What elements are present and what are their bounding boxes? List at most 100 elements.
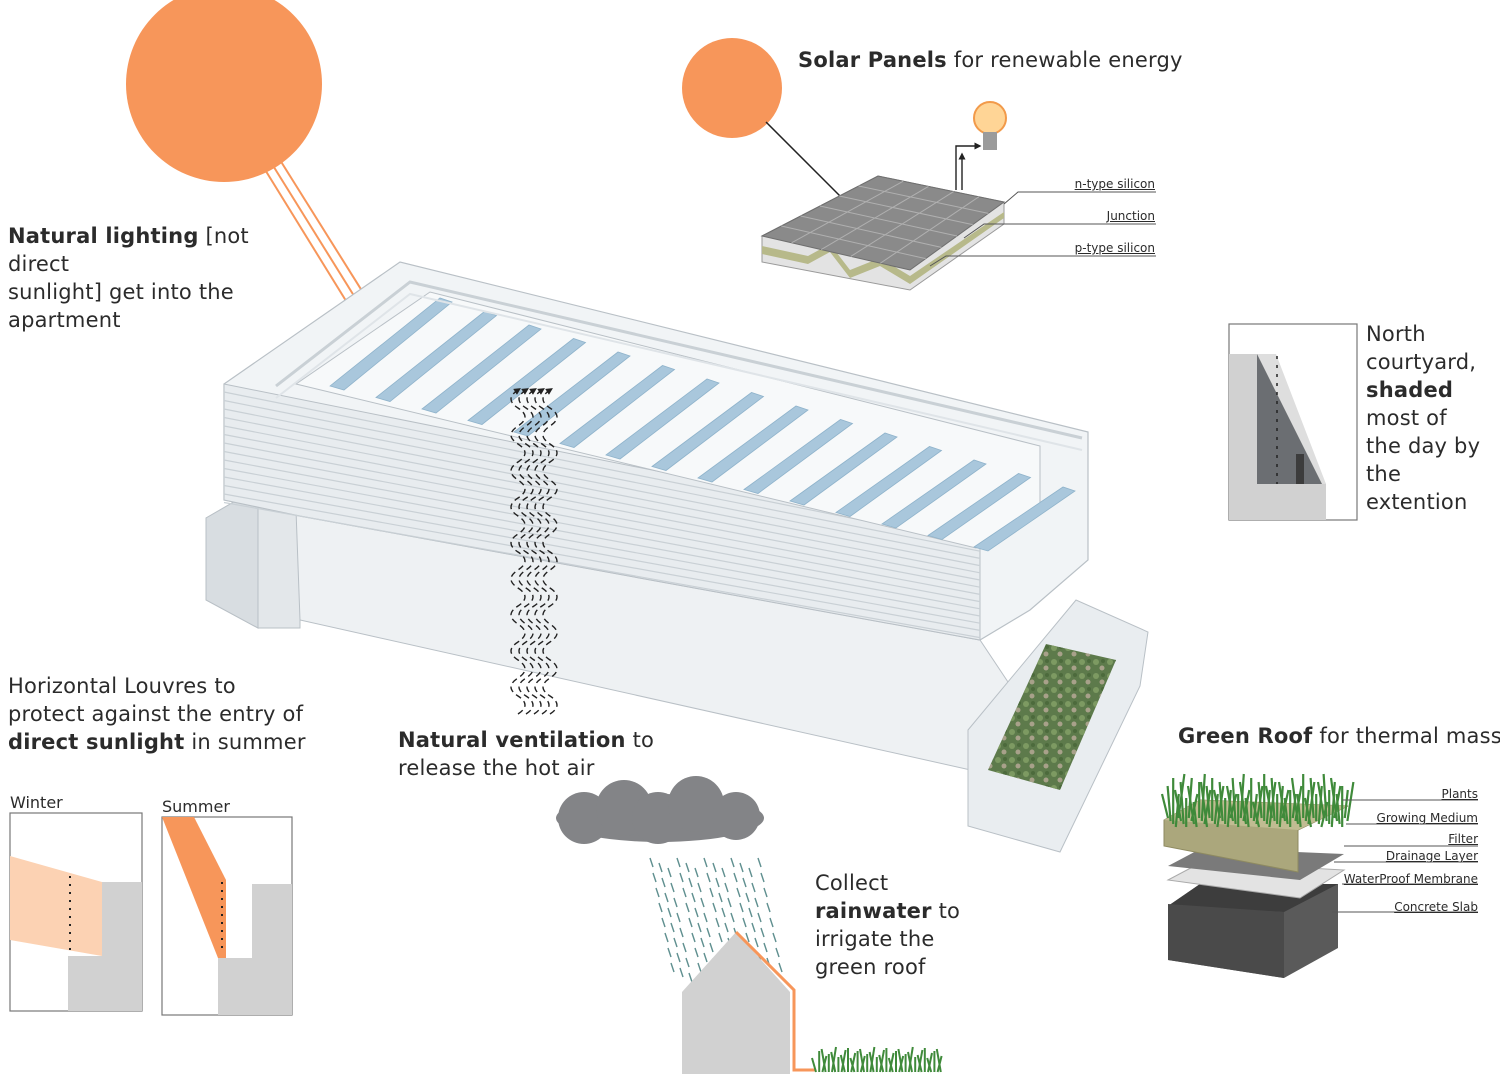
- roof-grass-blade: [1238, 781, 1248, 825]
- panel-grid-line: [781, 225, 926, 260]
- rain-drop: [679, 927, 684, 938]
- roof-grass-blade: [1225, 785, 1235, 822]
- ventilation-arrow: [542, 388, 558, 715]
- rain-drop: [670, 922, 675, 933]
- green-roof-layers: [1160, 773, 1355, 978]
- grass-blade: [831, 1046, 837, 1073]
- rain-drop: [682, 887, 687, 898]
- rain-drop: [724, 882, 729, 893]
- rain-drop: [667, 867, 672, 878]
- roof-grass-blade: [1316, 781, 1326, 819]
- rain-drop: [679, 872, 684, 883]
- summer-section: [161, 816, 293, 1016]
- louvres-label: Horizontal Louvres to protect against th…: [8, 674, 306, 754]
- grass-blade: [917, 1049, 924, 1073]
- roof-grass-blade: [1226, 789, 1232, 828]
- skylight-strip: [513, 351, 631, 437]
- building: [205, 261, 1149, 853]
- rain-drop: [760, 927, 765, 938]
- rain-drop: [715, 877, 720, 888]
- skylight-strip: [421, 324, 542, 414]
- solar-panels-label: Solar Panels for renewable energy: [798, 48, 1183, 72]
- rain-drop: [709, 887, 714, 898]
- roof-grass-blade: [1317, 785, 1323, 825]
- louvre-line: [223, 467, 981, 610]
- roof-grass-blade: [1199, 781, 1209, 828]
- grass-blade: [868, 1051, 875, 1073]
- rain-drop: [754, 937, 759, 948]
- louvre-line: [223, 501, 981, 639]
- panel-grid-line: [800, 215, 942, 248]
- courtyard-label: North courtyard, shaded most of the day …: [1366, 322, 1481, 514]
- roof-grass-blade: [1283, 797, 1289, 825]
- rain-drop: [655, 887, 660, 898]
- rain-drop: [694, 867, 699, 878]
- winter-louvre: [69, 877, 103, 885]
- layer-plants-label: Plants: [1441, 787, 1479, 801]
- louvre-line: [223, 459, 981, 603]
- rain-drop: [721, 867, 726, 878]
- roof-grass-blade: [1309, 777, 1315, 819]
- rain-drop: [754, 897, 759, 908]
- sun-small: [682, 38, 782, 138]
- rain-drop: [691, 892, 696, 903]
- ventilation-label: Natural ventilation to release the hot a…: [398, 728, 655, 780]
- panel-grid-line: [880, 196, 980, 264]
- louvre-line: [223, 493, 981, 631]
- rain-drop: [682, 942, 687, 953]
- grass-blade: [897, 1048, 904, 1073]
- ventilation-arrow: [526, 388, 542, 715]
- roof-grass-blade: [1231, 777, 1237, 825]
- sun-large: [126, 0, 322, 182]
- rain-drop: [667, 907, 672, 918]
- winter-title: Winter: [10, 793, 63, 812]
- rain-drop: [733, 872, 738, 883]
- rain-drop: [727, 897, 732, 908]
- rain-drop: [739, 902, 744, 913]
- grass-blade: [839, 1054, 846, 1073]
- rain-drop: [670, 962, 675, 973]
- skylight-strip: [789, 432, 898, 506]
- grass-blade: [849, 1057, 856, 1073]
- skylight-strip: [559, 365, 676, 448]
- panel-to-bulb-arrow: [955, 142, 982, 190]
- n-type-silicon-label: n-type silicon: [1074, 177, 1155, 191]
- grass-blade: [916, 1054, 923, 1073]
- panel-grid-line: [791, 180, 904, 244]
- louvre-line: [223, 399, 981, 552]
- rain-drop: [724, 922, 729, 933]
- skylight-strip: [651, 392, 765, 471]
- grass-blade: [820, 1048, 827, 1073]
- rain-drop: [676, 857, 681, 868]
- rain-drop: [658, 862, 663, 873]
- louvre-line: [223, 425, 981, 574]
- louvre-line: [223, 442, 981, 588]
- rain-drop: [673, 937, 678, 948]
- rain-drop: [718, 892, 723, 903]
- roof-grass-blade: [1213, 793, 1219, 825]
- rain-drop: [694, 907, 699, 918]
- rain-drop: [718, 932, 723, 943]
- grass-blade: [887, 1057, 894, 1073]
- rain-drop: [760, 872, 765, 883]
- skylight-strip: [881, 459, 987, 529]
- rain-drop: [712, 862, 717, 873]
- rainwater-label: Collect rainwater to irrigate the green …: [815, 871, 961, 979]
- grass-blade: [888, 1052, 895, 1073]
- rain-drop: [736, 887, 741, 898]
- rain-drop: [688, 972, 693, 983]
- skylight-strip: [467, 338, 587, 425]
- green-roof-label: Green Roof for thermal mass: [1178, 724, 1500, 748]
- roof-grass-blade: [1192, 801, 1198, 828]
- rain-drop: [658, 902, 663, 913]
- layer-concrete-label: Concrete Slab: [1394, 900, 1478, 914]
- skylight-strip: [329, 297, 453, 391]
- rain-drop: [697, 962, 702, 973]
- louvre-line: [223, 433, 981, 581]
- rain-drop: [709, 942, 714, 953]
- skylight-strip: [743, 419, 854, 494]
- grass-blade: [935, 1048, 942, 1073]
- winter-section: [9, 812, 143, 1012]
- rain-drop: [691, 932, 696, 943]
